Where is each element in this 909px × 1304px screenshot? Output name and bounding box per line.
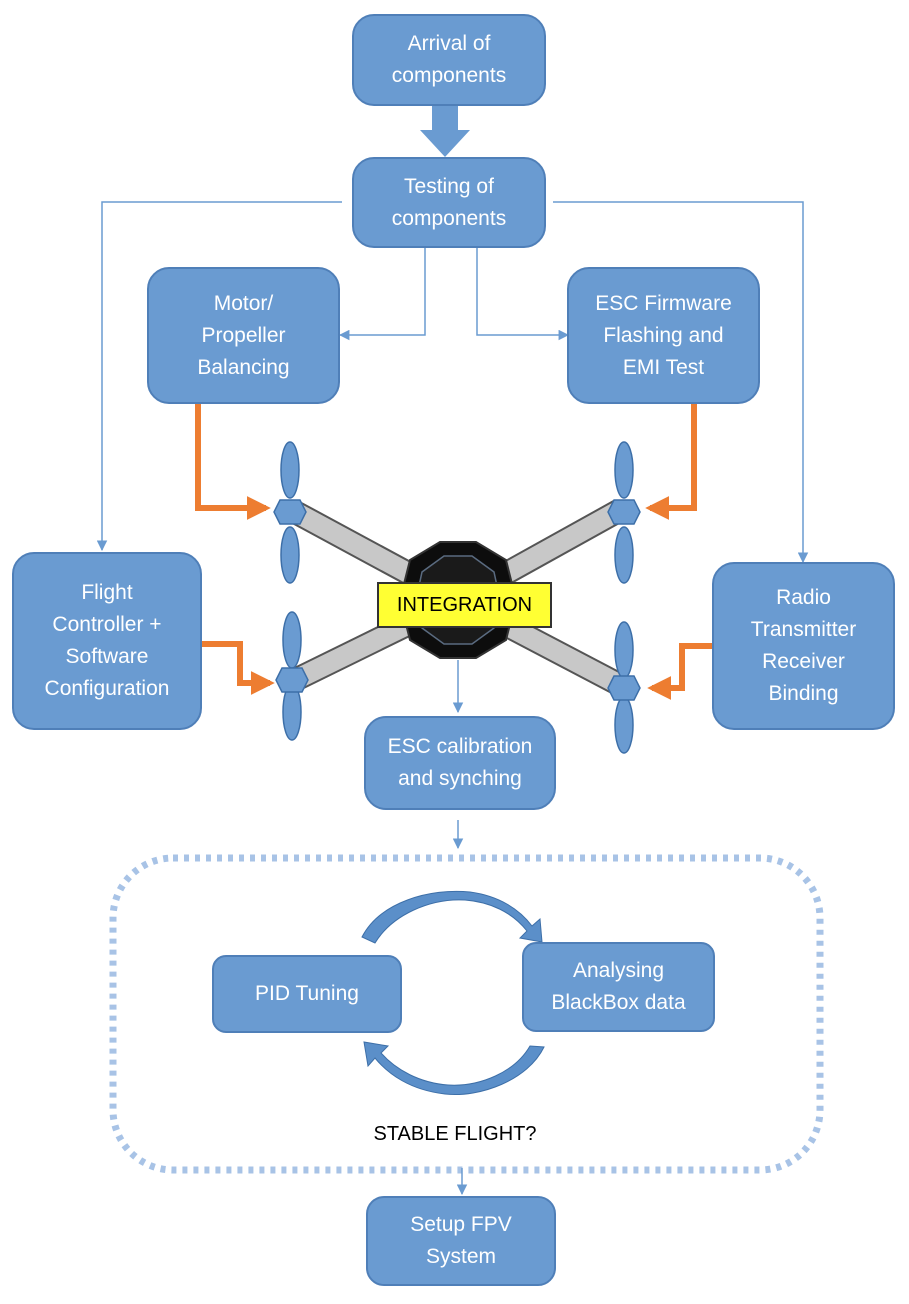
flight-controller-to-drone-connector	[200, 641, 275, 695]
arrival-of-components-box: Arrival of components	[352, 14, 546, 106]
propeller-top-right	[607, 441, 641, 584]
esc-firmware-to-drone-connector	[645, 404, 697, 520]
propeller-bottom-left	[275, 611, 309, 741]
flight-controller-box: Flight Controller + Software Configurati…	[12, 552, 202, 730]
motor-propeller-balancing-box: Motor/ Propeller Balancing	[147, 267, 340, 404]
testing-to-radio-connector	[553, 201, 809, 564]
quadcopter-icon	[273, 441, 641, 754]
analysing-blackbox-box: Analysing BlackBox data	[522, 942, 715, 1032]
arrival-to-testing-arrow	[420, 106, 470, 157]
radio-transmitter-box: Radio Transmitter Receiver Binding	[712, 562, 895, 730]
esc-firmware-flashing-box: ESC Firmware Flashing and EMI Test	[567, 267, 760, 404]
pid-tuning-box: PID Tuning	[212, 955, 402, 1033]
testing-to-flight-controller-connector	[96, 201, 342, 552]
cycle-arrow-bottom	[363, 1041, 545, 1096]
setup-fpv-system-box: Setup FPV System	[366, 1196, 556, 1286]
propeller-top-left	[273, 441, 307, 584]
testing-of-components-box: Testing of components	[352, 157, 546, 248]
cycle-arrow-top	[361, 890, 543, 944]
testing-to-motor-connector	[338, 248, 426, 341]
motor-to-drone-connector	[195, 404, 271, 520]
integration-label: INTEGRATION	[377, 582, 552, 628]
stable-flight-label: STABLE FLIGHT?	[373, 1123, 537, 1145]
testing-to-esc-firmware-connector	[476, 248, 570, 341]
radio-to-drone-connector	[647, 643, 714, 700]
esc-calibration-box: ESC calibration and synching	[364, 716, 556, 810]
propeller-bottom-right	[607, 621, 641, 754]
